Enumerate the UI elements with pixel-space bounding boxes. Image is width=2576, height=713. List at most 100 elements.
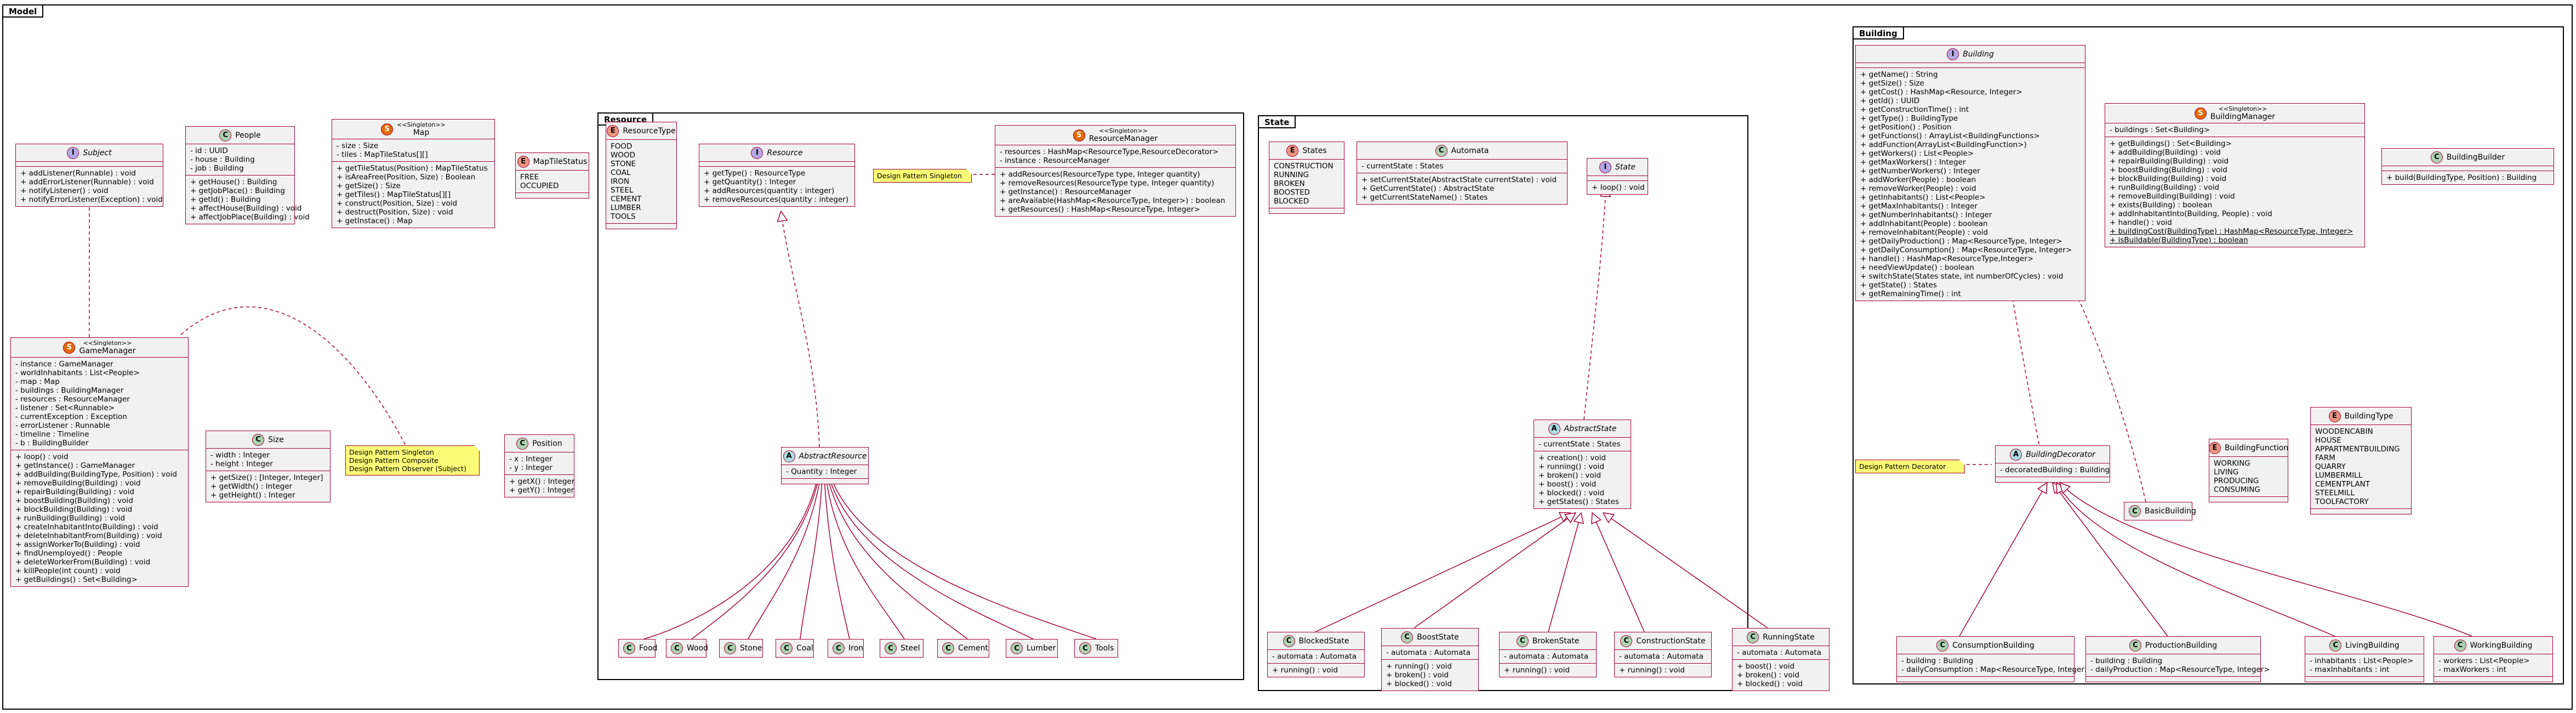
class-method: + getHouse() : Building: [190, 178, 277, 186]
class-method: + boost() : void: [1538, 480, 1597, 489]
class-methods: [2434, 677, 2552, 682]
class-fields: [2382, 166, 2554, 171]
class-method: + getSize() : Size: [1860, 79, 1924, 88]
class-name: BoostState: [1417, 632, 1459, 642]
class-name: Wood: [687, 644, 709, 653]
class-method: + assignWorkerTo(Building) : void: [15, 540, 140, 549]
singleton-kind-icon: S: [2194, 107, 2207, 120]
class-stereotype: <<Singleton>>: [1099, 127, 1148, 134]
class-method: + isBuildable(BuildingType) : boolean: [2110, 236, 2248, 245]
class-method: + getX() : Integer: [509, 477, 575, 486]
class-field: QUARRY: [2315, 462, 2346, 471]
class-kind-icon: C: [1936, 639, 1949, 652]
class-method: + getBuildings() : Set<Building>: [15, 575, 138, 584]
class-method: + killPeople(int count) : void: [15, 567, 121, 575]
class-fields: - width : Integer- height : Integer: [206, 449, 330, 471]
class-method: + notifyListener() : void: [20, 186, 109, 195]
class-method: + getSize() : [Integer, Integer]: [210, 473, 323, 482]
class-title: <<Singleton>>Map: [397, 121, 446, 137]
note-line: Design Pattern Composite: [349, 456, 438, 465]
class-field: - resources : ResourceManager: [15, 395, 130, 404]
class-name: BasicBuilding: [2145, 507, 2196, 516]
class-name: ResourceManager: [1088, 134, 1158, 143]
class-title: MapTileStatus: [533, 157, 588, 166]
class-title: States: [1302, 146, 1326, 155]
class-name: Tools: [1095, 644, 1114, 653]
class-field: HOUSE: [2315, 436, 2341, 445]
singleton-kind-icon: S: [63, 341, 76, 354]
class-methods: + creation() : void+ running() : void+ b…: [1534, 451, 1631, 508]
class-method: + affectJobPlace(Building) : void: [190, 213, 310, 222]
class-title: Cement: [958, 644, 988, 653]
class-title: Size: [268, 435, 284, 444]
class-field: - automata : Automata: [1737, 648, 1821, 657]
class-fields: - instance : GameManager- worldInhabitan…: [11, 358, 188, 450]
class-stereotype: <<Singleton>>: [2218, 105, 2267, 112]
class-title: BuildingBuilder: [2447, 153, 2505, 162]
package-state-label: State: [1258, 115, 1296, 128]
class-methods: [1269, 208, 1344, 213]
class-name: State: [1615, 162, 1636, 172]
class-methods: + boost() : void+ broken() : void+ block…: [1732, 660, 1829, 691]
class-method: + removeWorker(People) : void: [1860, 184, 1976, 193]
class-field: FARM: [2315, 454, 2335, 462]
class-method: + getTiles() : MapTileStatus[][]: [337, 190, 451, 199]
class-field: - x : Integer: [509, 455, 552, 463]
class-field: IRON: [611, 177, 630, 186]
abstract-kind-icon: A: [2010, 448, 2022, 461]
class-method: + removeInhabitant(People) : void: [1860, 228, 1988, 237]
class-method: + blocked() : void: [1386, 680, 1452, 688]
class-title: BlockedState: [1299, 637, 1349, 646]
class-title: Food: [639, 644, 658, 653]
class-title: BoostState: [1417, 633, 1459, 642]
class-method: + running() : void: [1386, 662, 1452, 671]
class-title: Automata: [1451, 146, 1489, 155]
class-methods: [2086, 677, 2260, 682]
class-method: + loop() : void: [15, 452, 69, 461]
class-method: + handle() : HashMap<ResourceType,Intege…: [1860, 254, 2034, 263]
class-title: ResourceType: [623, 127, 675, 135]
class-methods: + loop() : void+ getInstance() : GameMan…: [11, 450, 188, 586]
class-field: PRODUCING: [2214, 477, 2259, 485]
class-method: + addFunction(ArrayList<BuildingFunction…: [1860, 140, 2027, 149]
class-field: - building : Building: [1901, 657, 1974, 665]
class-field: - y : Integer: [509, 463, 552, 472]
package-building: Building: [1853, 26, 2564, 684]
class-fields: [699, 162, 854, 167]
class-fields: - workers : List<People>- maxWorkers : i…: [2434, 654, 2552, 677]
class-method: + addInhabitantInto(Building, People) : …: [2110, 210, 2272, 218]
class-fields: - automata : Automata: [1500, 650, 1596, 664]
class-method: + getWorkers() : List<People>: [1860, 149, 1974, 158]
class-method: + addErrorListener(Runnable) : void: [20, 178, 154, 186]
class-method: + getDailyConsumption() : Map<ResourceTy…: [1860, 246, 2072, 254]
note-line: Design Pattern Observer (Subject): [349, 465, 466, 473]
class-kind-icon: C: [1620, 635, 1633, 647]
class-name: Stone: [740, 644, 762, 653]
class-name: ResourceType: [623, 126, 676, 135]
class-name: WorkingBuilding: [2470, 641, 2533, 650]
package-model: Model: [2, 4, 2573, 710]
class-title: Stone: [740, 644, 762, 653]
class-field: APPARTMENTBUILDING: [2315, 445, 2400, 454]
class-kind-icon: C: [2129, 505, 2141, 517]
class-field: - currentState : States: [1361, 162, 1444, 171]
class-stereotype: <<Singleton>>: [83, 339, 132, 347]
